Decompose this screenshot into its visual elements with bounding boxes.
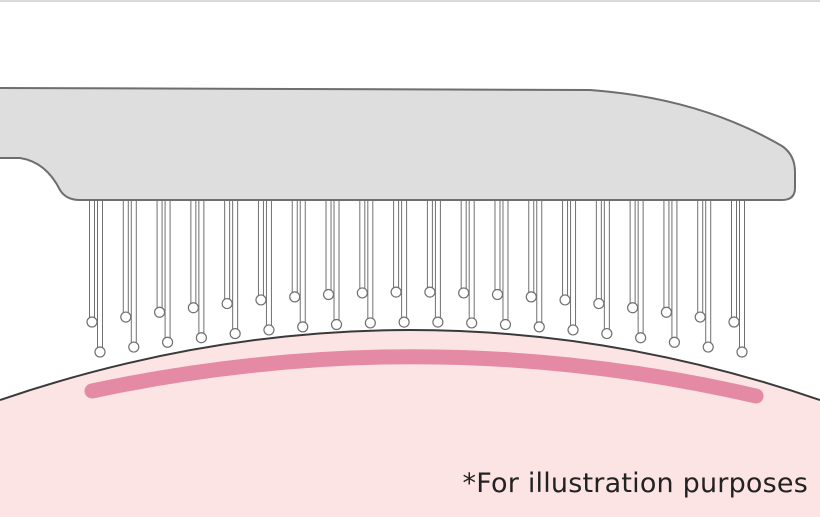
brush-pin: [660, 199, 673, 318]
top-border: [0, 0, 820, 2]
brush-pin: [398, 199, 410, 328]
brush-pin: [499, 199, 512, 331]
brush-pin: [161, 199, 174, 348]
brush-pin: [289, 199, 301, 303]
brush-pin: [466, 199, 478, 329]
brush-pin: [221, 199, 233, 310]
brush-pin: [601, 199, 613, 340]
brush-pin: [229, 199, 241, 340]
brush-pin: [567, 199, 579, 336]
brush-pin: [593, 199, 605, 310]
brush-head: [0, 87, 796, 201]
brush-pin: [86, 199, 98, 328]
brush-pin: [635, 199, 647, 344]
brush-pin: [458, 199, 470, 299]
brush-pin: [187, 199, 199, 314]
brush-pin: [195, 199, 207, 344]
brush-pin: [128, 199, 140, 353]
brush-pin: [702, 199, 714, 353]
brush-pin: [627, 199, 639, 314]
brush-pin: [736, 199, 748, 358]
brush-pin: [322, 199, 335, 301]
illustration-disclaimer: *For illustration purposes: [462, 468, 808, 499]
brush-pin: [432, 199, 444, 328]
brush-pin: [424, 199, 436, 298]
brush-pin: [364, 199, 376, 329]
scalp-contact-band: [84, 349, 764, 404]
brush-pin: [120, 199, 132, 323]
brush-pin: [255, 199, 267, 306]
brush-pin: [694, 199, 706, 323]
brush-pin: [559, 199, 571, 306]
brush-pin: [491, 199, 504, 301]
brush-pin: [330, 199, 343, 331]
brush-pin: [728, 199, 740, 328]
scalp-outline: [0, 329, 820, 401]
brush-pin: [94, 199, 106, 358]
brush-pin: [297, 199, 309, 333]
brush-pin: [525, 199, 537, 303]
brush-pin: [390, 199, 402, 298]
brush-pin: [263, 199, 275, 336]
brush-pin: [153, 199, 166, 318]
brush-pin: [668, 199, 681, 348]
brush-pin: [533, 199, 545, 333]
brush-pin: [356, 199, 368, 299]
